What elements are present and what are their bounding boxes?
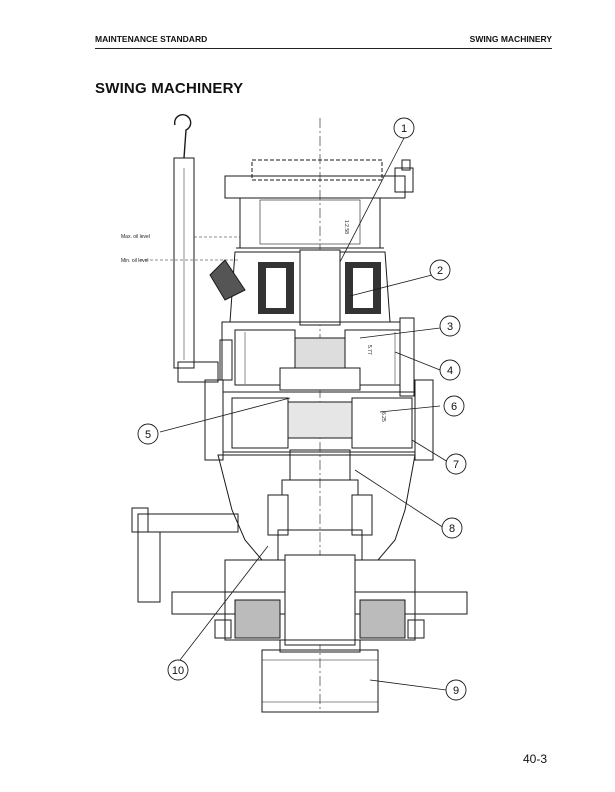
second-stage-carrier xyxy=(204,367,434,461)
callout-9: 9 xyxy=(445,679,467,701)
mounting-flange xyxy=(171,554,468,646)
running-header: MAINTENANCE STANDARD SWING MACHINERY xyxy=(95,34,552,49)
drain-hose xyxy=(131,507,239,603)
max-oil-level-label: Max. oil level xyxy=(121,234,150,240)
motor-housing xyxy=(224,159,414,249)
svg-text:5: 5 xyxy=(145,429,151,441)
dimension-label-2: 5.77 xyxy=(366,345,372,355)
svg-text:1: 1 xyxy=(401,123,407,135)
callouts: 1 2 3 4 5 6 7 8 9 10 xyxy=(137,117,467,701)
callout-7: 7 xyxy=(445,453,467,475)
callout-10: 10 xyxy=(167,659,189,681)
header-topic-label: SWING MACHINERY xyxy=(469,34,552,44)
callout-3: 3 xyxy=(439,315,461,337)
svg-text:4: 4 xyxy=(447,365,453,377)
callout-8: 8 xyxy=(441,517,463,539)
min-oil-level-label: Min. oil level xyxy=(121,258,149,264)
brake-section xyxy=(209,249,391,326)
callout-5: 5 xyxy=(137,423,159,445)
svg-text:10: 10 xyxy=(172,665,184,677)
svg-text:6: 6 xyxy=(451,401,457,413)
oil-level-gauge xyxy=(140,114,240,383)
leader-lines xyxy=(159,137,449,691)
svg-text:8: 8 xyxy=(449,523,455,535)
dimension-label-1: 1:2.58 xyxy=(343,220,349,234)
page-number: 40-3 xyxy=(522,752,547,766)
dimension-label-3: 6.25 xyxy=(380,412,386,422)
callout-6: 6 xyxy=(443,395,465,417)
callout-1: 1 xyxy=(393,117,415,139)
callout-4: 4 xyxy=(439,359,461,381)
output-housing xyxy=(217,449,416,561)
callout-2: 2 xyxy=(429,259,451,281)
svg-text:3: 3 xyxy=(447,321,453,333)
page-title: SWING MACHINERY xyxy=(95,80,244,97)
svg-text:7: 7 xyxy=(453,459,459,471)
svg-text:2: 2 xyxy=(437,265,443,277)
header-section-label: MAINTENANCE STANDARD xyxy=(95,34,208,44)
svg-text:9: 9 xyxy=(453,685,459,697)
